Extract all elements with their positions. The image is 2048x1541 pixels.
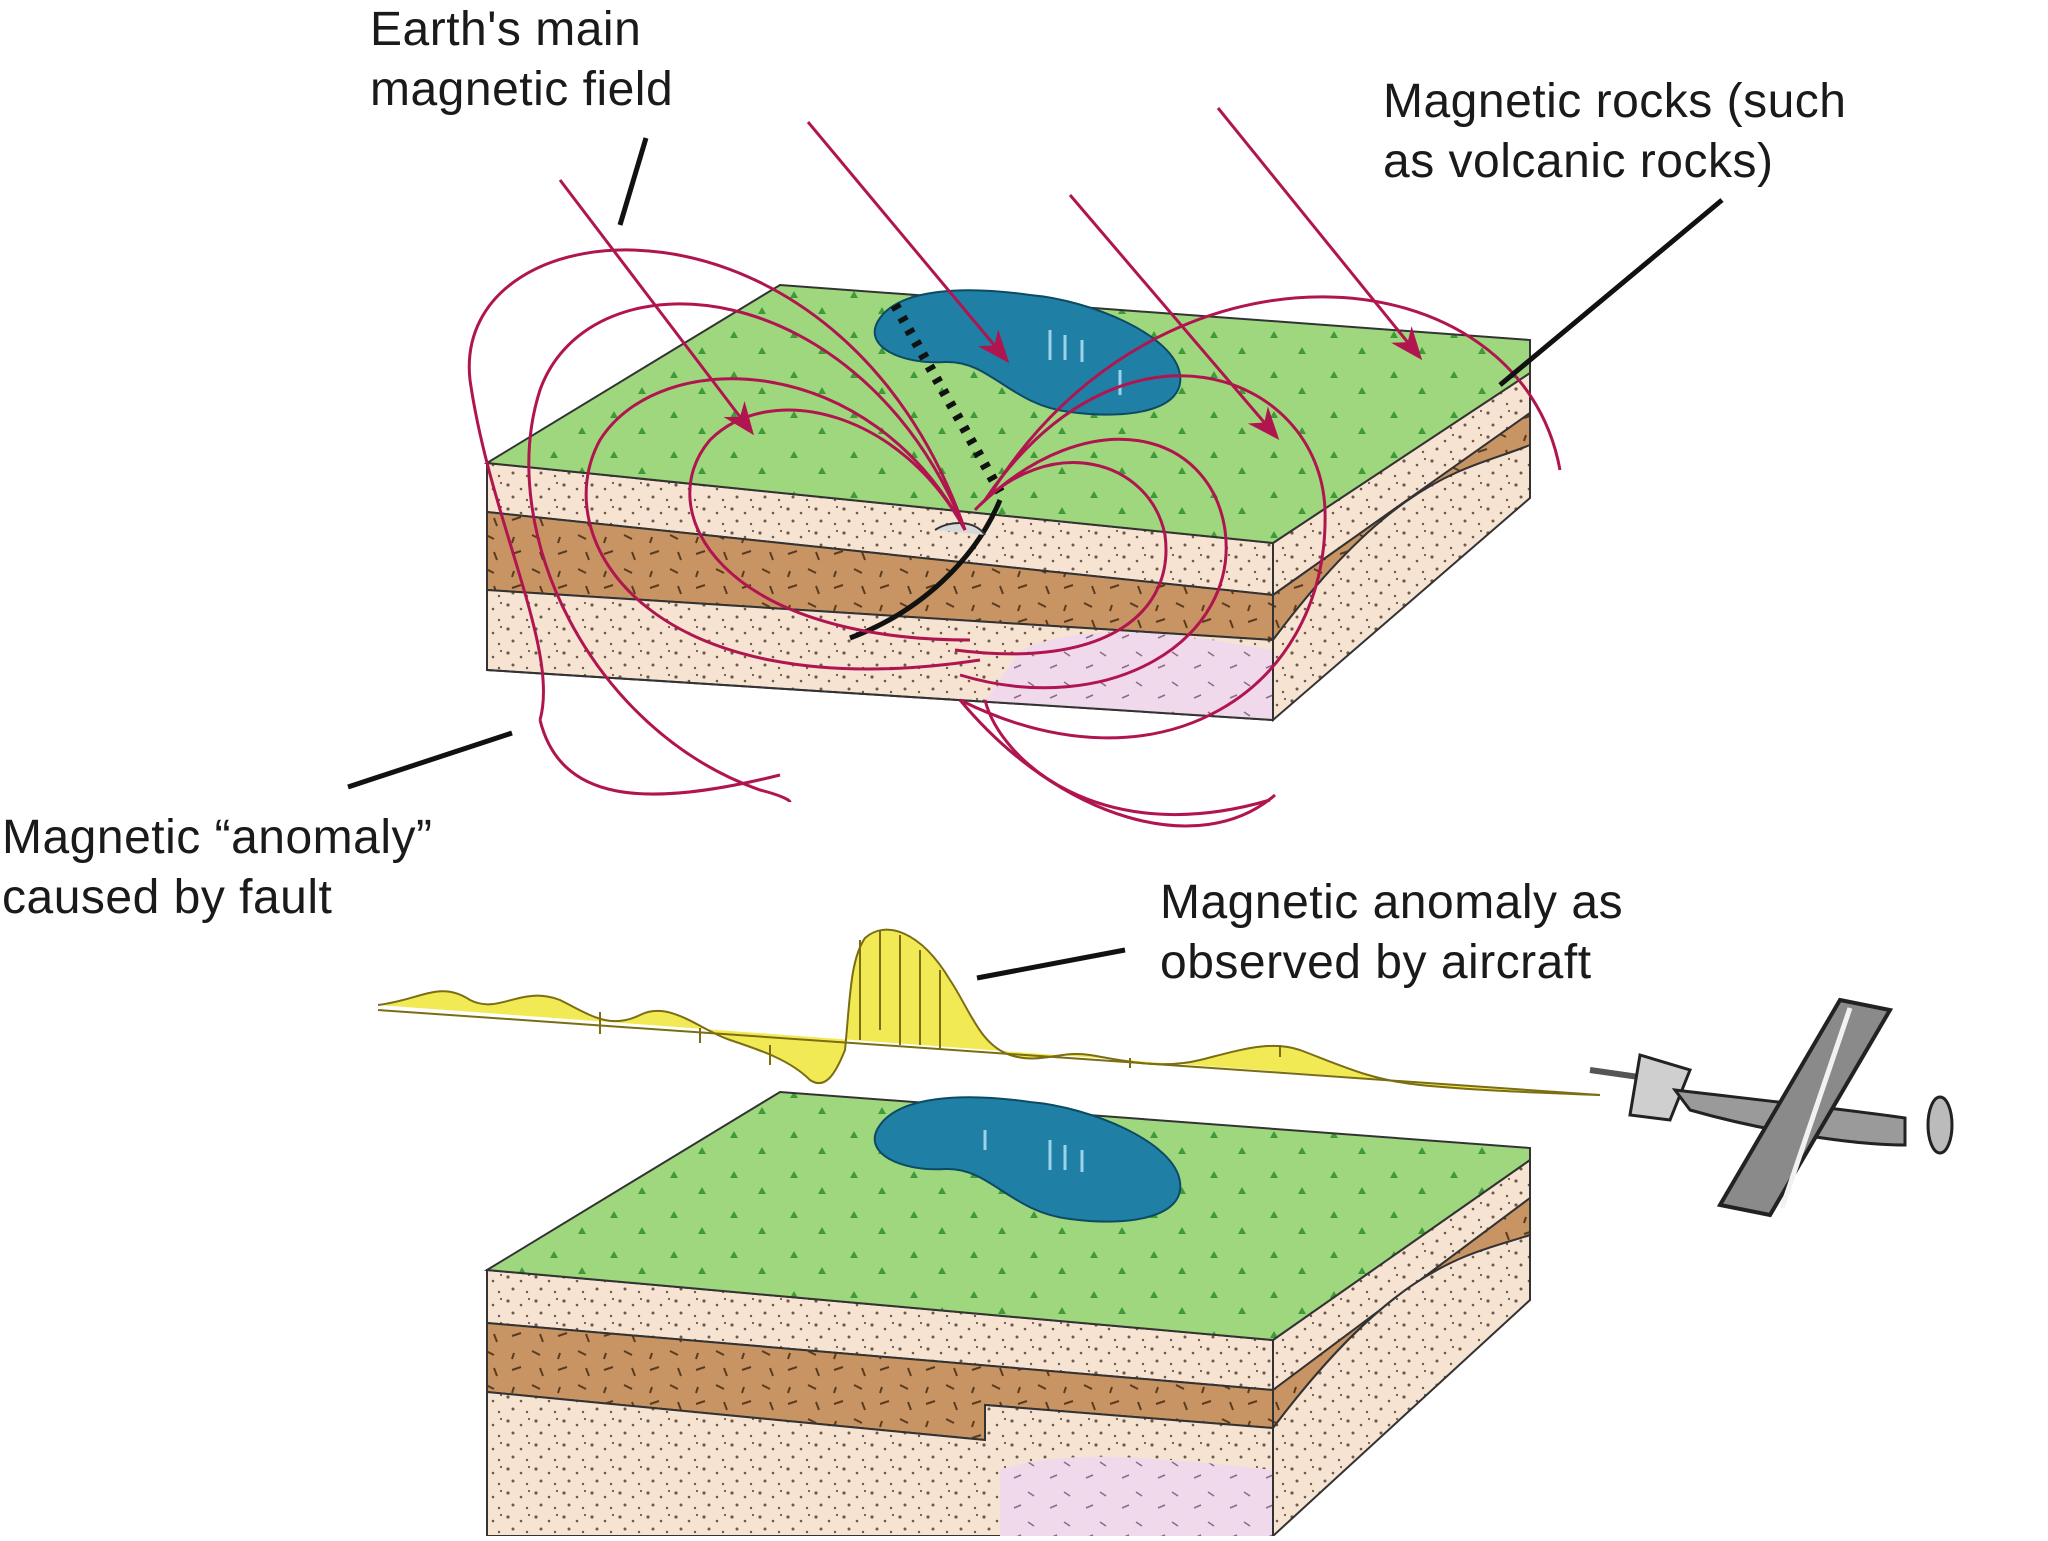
bottom-terrain-block [487, 1092, 1530, 1536]
label-line: Magnetic anomaly as [1160, 873, 1623, 933]
label-magnetic-rocks: Magnetic rocks (such as volcanic rocks) [1383, 72, 1847, 192]
leader-aircraft-anomaly [977, 950, 1125, 978]
label-line: Earth's main [370, 0, 673, 60]
bottom-front-pink-rock [1000, 1457, 1273, 1536]
leader-magnetic-rocks [1500, 200, 1722, 385]
label-line: magnetic field [370, 60, 673, 120]
label-line: Magnetic rocks (such [1383, 72, 1847, 132]
leader-fault-anomaly [348, 733, 512, 787]
label-line: as volcanic rocks) [1383, 132, 1847, 192]
leader-main-field [620, 138, 646, 225]
label-earths-main-magnetic-field: Earth's main magnetic field [370, 0, 673, 120]
label-line: Magnetic “anomaly” [2, 808, 433, 868]
label-line: caused by fault [2, 868, 433, 928]
label-line: observed by aircraft [1160, 933, 1623, 993]
label-fault-anomaly: Magnetic “anomaly” caused by fault [2, 808, 433, 928]
aircraft-icon [1590, 1000, 1952, 1215]
label-aircraft-anomaly: Magnetic anomaly as observed by aircraft [1160, 873, 1623, 993]
